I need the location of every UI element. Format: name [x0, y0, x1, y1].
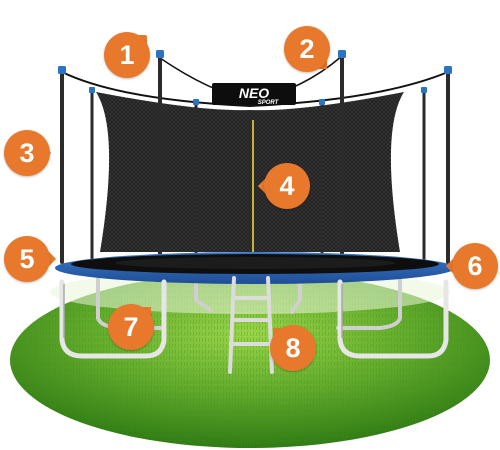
marker-pin-icon — [4, 236, 50, 282]
marker-6: 6 — [445, 243, 498, 289]
marker-label: 4 — [279, 171, 295, 201]
marker-label: 3 — [19, 138, 35, 168]
outer-pole-caps — [58, 50, 452, 74]
outer-poles — [60, 54, 450, 264]
front-legs — [59, 279, 449, 359]
marker-5: 5 — [4, 236, 57, 282]
inner-poles — [90, 90, 426, 264]
marker-3: 3 — [4, 130, 52, 176]
frame-pad — [55, 252, 455, 284]
front-legs-shade — [63, 284, 343, 338]
marker-label: 7 — [123, 312, 139, 342]
marker-label: 1 — [119, 40, 135, 70]
marker-2: 2 — [284, 26, 330, 72]
marker-pin-icon — [264, 163, 310, 209]
marker-pin-icon — [452, 243, 498, 289]
marker-label: 8 — [285, 333, 301, 363]
marker-pin-icon — [270, 325, 316, 371]
marker-pin-icon — [4, 130, 50, 176]
marker-label: 2 — [299, 34, 315, 64]
marker-8: 8 — [270, 325, 316, 371]
marker-pin-icon — [284, 26, 330, 72]
safety-net — [61, 55, 449, 265]
marker-label: 5 — [19, 244, 35, 274]
marker-label: 6 — [467, 251, 483, 281]
marker-pin-icon — [104, 32, 150, 78]
marker-4: 4 — [257, 163, 310, 209]
brand-logo: NEO SPORT — [212, 83, 296, 106]
marker-1: 1 — [104, 32, 150, 78]
marker-7: 7 — [108, 304, 154, 350]
logo-text-sport: SPORT — [258, 100, 280, 106]
inner-pole-caps — [89, 87, 427, 105]
logo-text-neo: NEO — [239, 85, 269, 101]
marker-pin-icon — [108, 304, 154, 350]
